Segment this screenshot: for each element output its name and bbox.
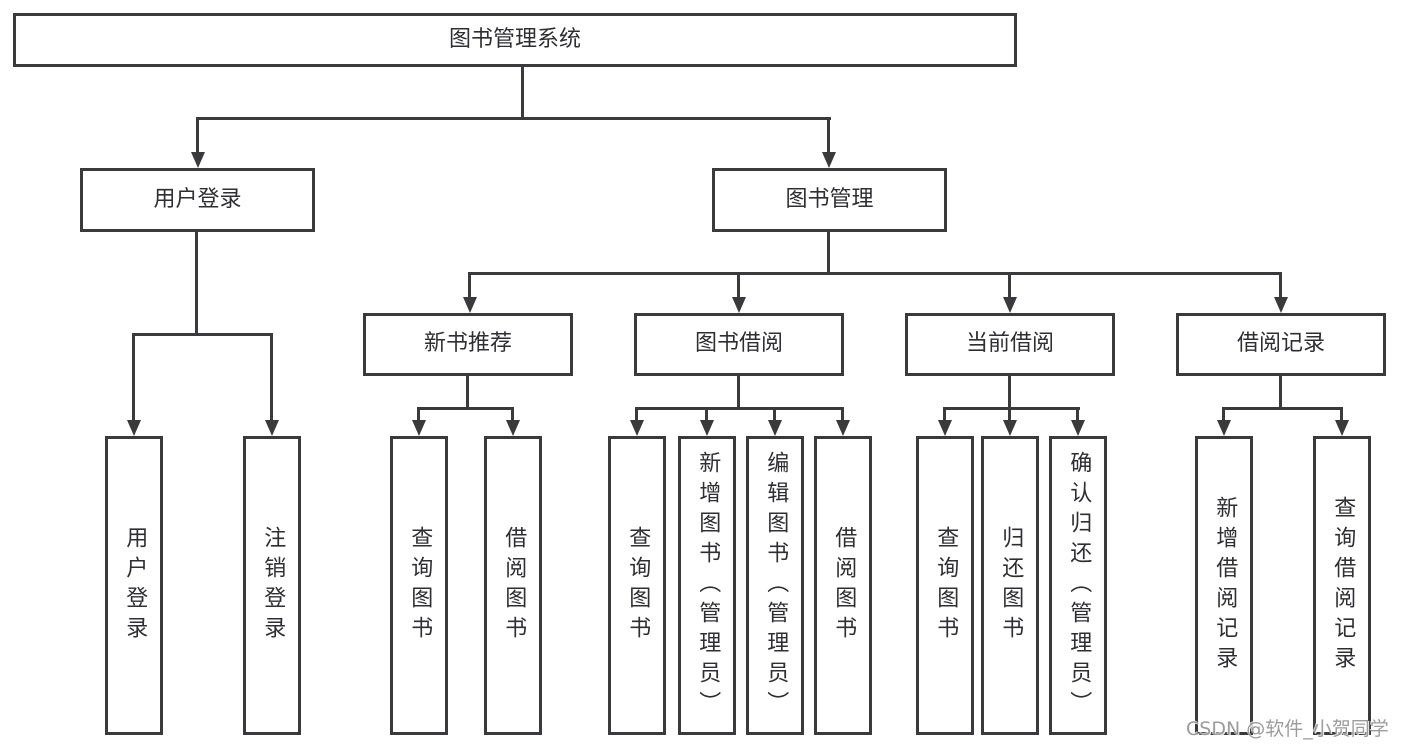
connector-line (1222, 407, 1343, 410)
node-label: 当前借阅 (965, 331, 1054, 357)
csdn-watermark: CSDN @软件_小贺同学 (1186, 718, 1389, 740)
leaf-label: 查询图书 (933, 525, 959, 646)
leaf-query-borrow-record: 查询借阅记录 (1313, 436, 1371, 735)
leaf-label: 新增借阅记录 (1212, 495, 1238, 676)
leaf-query-books-recommend: 查询图书 (390, 436, 448, 735)
node-book-borrowing: 图书借阅 (634, 313, 844, 376)
connector-line (635, 407, 844, 410)
leaf-add-book-admin: 新增图书（管理员） (678, 436, 736, 735)
leaf-edit-book-admin: 编辑图书（管理员） (746, 436, 804, 735)
leaf-query-books-current: 查询图书 (916, 436, 974, 735)
arrow-down-icon (463, 297, 477, 313)
connector-line (417, 407, 420, 422)
arrow-down-icon (412, 420, 426, 436)
connector-line (1222, 407, 1225, 422)
connector-line (827, 232, 830, 275)
leaf-label: 新增图书（管理员） (695, 450, 721, 721)
connector-line (1008, 272, 1011, 299)
connector-line (773, 407, 776, 422)
node-label: 图书借阅 (694, 331, 783, 357)
leaf-label: 查询图书 (625, 525, 651, 646)
arrow-down-icon (1335, 420, 1349, 436)
connector-line (466, 376, 469, 410)
arrow-down-icon (127, 420, 141, 436)
connector-line (468, 272, 471, 299)
connector-level3-rail (468, 272, 1281, 275)
connector-line (1076, 407, 1079, 422)
leaf-label: 确认归还（管理员） (1066, 450, 1092, 721)
connector-line (417, 407, 514, 410)
arrow-down-icon (732, 297, 746, 313)
node-label: 用户登录 (153, 186, 242, 212)
arrow-down-icon (836, 420, 850, 436)
arrow-down-icon (630, 420, 644, 436)
connector-line (1340, 407, 1343, 422)
leaf-user-login: 用户登录 (105, 436, 163, 735)
connector-line (1008, 407, 1011, 422)
leaf-logout: 注销登录 (243, 436, 301, 735)
arrow-down-icon (822, 152, 836, 168)
connector-line (1279, 272, 1282, 299)
arrow-down-icon (938, 420, 952, 436)
connector-line (132, 333, 135, 422)
arrow-down-icon (265, 420, 279, 436)
node-label: 借阅记录 (1236, 331, 1325, 357)
connector-line (705, 407, 708, 422)
connector-level2-rail (197, 117, 831, 120)
node-new-book-recommendation: 新书推荐 (363, 313, 573, 376)
leaf-add-borrow-record: 新增借阅记录 (1195, 436, 1253, 735)
arrow-down-icon (700, 420, 714, 436)
connector-line (943, 407, 946, 422)
node-label: 图书管理系统 (448, 26, 581, 52)
leaf-borrow-books: 借阅图书 (814, 436, 872, 735)
leaf-query-books-borrow: 查询图书 (608, 436, 666, 735)
arrow-down-icon (1071, 420, 1085, 436)
arrow-down-icon (1274, 297, 1288, 313)
connector-root-trunk (521, 67, 524, 118)
leaf-borrow-books-recommend: 借阅图书 (484, 436, 542, 735)
node-user-login: 用户登录 (80, 168, 315, 232)
leaf-label: 编辑图书（管理员） (763, 450, 789, 721)
arrow-down-icon (506, 420, 520, 436)
node-label: 新书推荐 (423, 331, 512, 357)
connector-line (1279, 376, 1282, 410)
leaf-label: 归还图书 (998, 525, 1024, 646)
arrow-down-icon (1003, 297, 1017, 313)
leaf-label: 借阅图书 (501, 525, 527, 646)
connector-line (737, 376, 740, 410)
connector-line (635, 407, 638, 422)
leaf-label: 查询图书 (407, 525, 433, 646)
leaf-label: 用户登录 (122, 525, 148, 646)
leaf-label: 注销登录 (260, 525, 286, 646)
node-label: 图书管理 (785, 186, 874, 212)
connector-line (196, 117, 199, 155)
connector-line (511, 407, 514, 422)
node-book-management: 图书管理 (712, 168, 947, 232)
node-borrowing-records: 借阅记录 (1176, 313, 1386, 376)
leaf-return-books: 归还图书 (981, 436, 1039, 735)
leaf-label: 查询借阅记录 (1330, 495, 1356, 676)
connector-line (132, 333, 273, 336)
node-library-management-system: 图书管理系统 (13, 13, 1017, 67)
connector-line (270, 333, 273, 422)
arrow-down-icon (191, 152, 205, 168)
connector-line (1008, 376, 1011, 410)
connector-line (195, 232, 198, 335)
node-current-borrowing: 当前借阅 (905, 313, 1115, 376)
arrow-down-icon (1003, 420, 1017, 436)
connector-line (841, 407, 844, 422)
leaf-confirm-return-admin: 确认归还（管理员） (1049, 436, 1107, 735)
arrow-down-icon (1217, 420, 1231, 436)
connector-line (827, 117, 830, 155)
arrow-down-icon (768, 420, 782, 436)
connector-line (737, 272, 740, 299)
connector-line (943, 407, 1080, 410)
leaf-label: 借阅图书 (831, 525, 857, 646)
